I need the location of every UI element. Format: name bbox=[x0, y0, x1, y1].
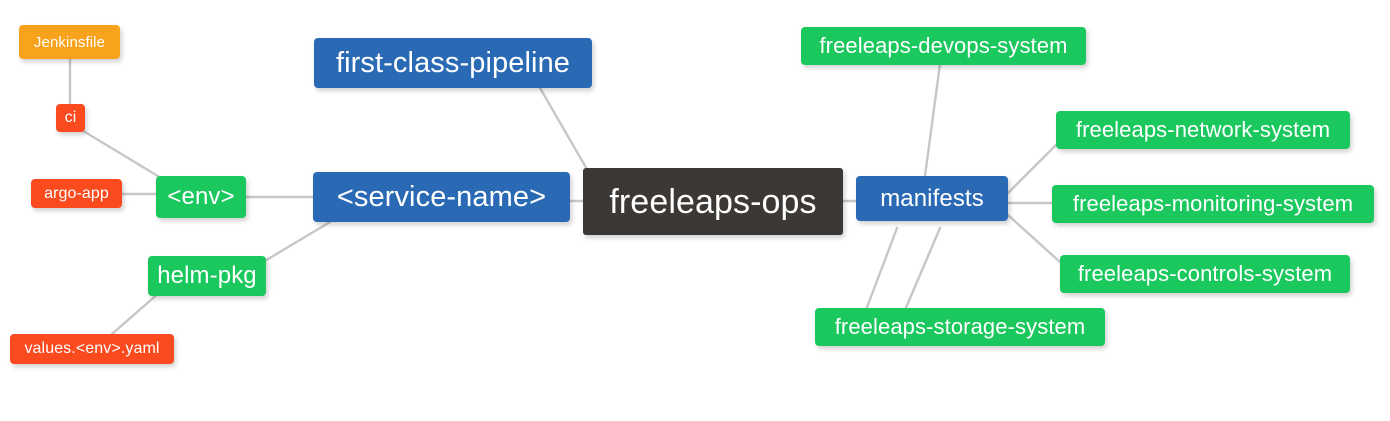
node-helm-pkg[interactable]: helm-pkg bbox=[148, 256, 266, 296]
edge-manifests-storage-system bbox=[903, 226, 942, 312]
edge-manifests-network-system bbox=[1006, 143, 1058, 195]
edge-helm-pkg-values-yaml bbox=[110, 290, 162, 336]
node-storage-system[interactable]: freeleaps-storage-system bbox=[815, 308, 1105, 346]
edge-env-ci bbox=[78, 127, 168, 183]
node-helm-pkg-label: helm-pkg bbox=[157, 262, 257, 289]
node-values-yaml[interactable]: values.<env>.yaml bbox=[10, 334, 174, 364]
node-controls-system-label: freeleaps-controls-system bbox=[1077, 261, 1333, 286]
edge-manifests-devops-system bbox=[923, 62, 942, 178]
node-root[interactable]: freeleaps-ops bbox=[583, 168, 843, 235]
edge-manifests-controls-system bbox=[1006, 213, 1062, 264]
node-monitoring-system-label: freeleaps-monitoring-system bbox=[1072, 191, 1354, 216]
node-first-class-pipeline-label: first-class-pipeline bbox=[335, 46, 571, 79]
node-ci-label: ci bbox=[64, 109, 77, 126]
node-env-label: <env> bbox=[167, 183, 235, 210]
node-ci[interactable]: ci bbox=[56, 104, 85, 132]
node-monitoring-system[interactable]: freeleaps-monitoring-system bbox=[1052, 185, 1374, 223]
node-service-name-label: <service-name> bbox=[336, 180, 547, 213]
edge-manifests-storage-system-2 bbox=[864, 226, 899, 312]
node-argo-app-label: argo-app bbox=[44, 184, 109, 202]
node-manifests-label: manifests bbox=[880, 184, 984, 212]
edge-root-first-class-pipeline bbox=[538, 86, 594, 180]
node-first-class-pipeline[interactable]: first-class-pipeline bbox=[314, 38, 592, 88]
node-storage-system-label: freeleaps-storage-system bbox=[834, 314, 1086, 339]
node-jenkinsfile[interactable]: Jenkinsfile bbox=[19, 25, 120, 59]
node-network-system[interactable]: freeleaps-network-system bbox=[1056, 111, 1350, 149]
node-controls-system[interactable]: freeleaps-controls-system bbox=[1060, 255, 1350, 293]
node-service-name[interactable]: <service-name> bbox=[313, 172, 570, 222]
node-values-yaml-label: values.<env>.yaml bbox=[24, 340, 160, 357]
node-network-system-label: freeleaps-network-system bbox=[1075, 117, 1331, 142]
node-root-label: freeleaps-ops bbox=[609, 182, 817, 221]
node-devops-system-label: freeleaps-devops-system bbox=[819, 33, 1068, 58]
node-argo-app[interactable]: argo-app bbox=[31, 179, 122, 208]
node-devops-system[interactable]: freeleaps-devops-system bbox=[801, 27, 1086, 65]
node-jenkinsfile-label: Jenkinsfile bbox=[33, 33, 106, 51]
node-env[interactable]: <env> bbox=[156, 176, 246, 218]
node-manifests[interactable]: manifests bbox=[856, 176, 1008, 221]
